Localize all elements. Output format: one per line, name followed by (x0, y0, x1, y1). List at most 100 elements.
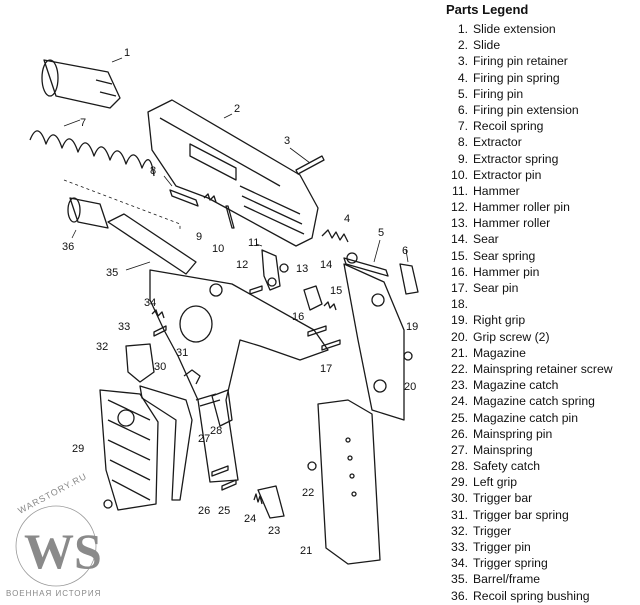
legend-item-label: Hammer roller (473, 216, 551, 231)
legend-item-number: 21. (451, 345, 468, 360)
callout-8: 8 (150, 165, 156, 177)
part-right-grip (343, 263, 405, 421)
callout-6: 6 (402, 245, 408, 257)
legend-item-number: 15. (451, 248, 468, 263)
callout-30: 30 (154, 361, 166, 373)
callout-2: 2 (234, 103, 240, 115)
callout-14: 14 (320, 259, 332, 271)
legend-item: 9. Extractor spring (446, 151, 636, 167)
legend-item-label: Trigger bar spring (473, 507, 569, 522)
callout-labels: 1 2 3 4 5 6 7 8 9 10 11 12 13 14 15 16 1… (62, 47, 418, 557)
legend-item-number: 7. (457, 119, 468, 134)
legend-item: 26. Mainspring pin (446, 426, 636, 442)
part-mainspring-pin (211, 465, 229, 477)
legend-item-label: Magazine catch spring (473, 394, 595, 409)
legend-item: 5. Firing pin (446, 86, 636, 102)
part-extractor-spring (203, 193, 217, 203)
legend-item-number: 13. (451, 216, 468, 231)
legend-item-label: Trigger bar (473, 491, 533, 506)
legend-item-label: Extractor (473, 135, 522, 150)
part-grip-screw-right (403, 351, 413, 361)
legend-item-number: 17. (451, 281, 468, 295)
legend-item: 31. Trigger bar spring (446, 507, 636, 523)
part-trigger-bar (139, 385, 193, 501)
legend-item: 30.Trigger bar (446, 490, 636, 506)
callout-17: 17 (320, 363, 332, 375)
legend-item-label: Extractor spring (473, 151, 559, 166)
legend-item-number: 28. (451, 459, 468, 474)
legend-item: 36. Recoil spring bushing (446, 588, 636, 604)
callout-29: 29 (72, 443, 84, 455)
part-firing-pin-extension (399, 263, 419, 295)
part-mainspring-retainer-screw (307, 461, 317, 471)
legend-item-label: Firing pin retainer (473, 54, 568, 69)
legend-item-number: 5. (457, 86, 468, 101)
legend-item-label: Recoil spring bushing (473, 588, 590, 603)
legend-item: 25.Magazine catch pin (446, 410, 636, 426)
legend-item: 17.Sear pin (446, 280, 636, 296)
legend-item: 19.Right grip (446, 312, 636, 328)
part-trigger (125, 343, 155, 383)
legend-item-label: Safety catch (473, 459, 541, 474)
callout-36: 36 (62, 241, 74, 253)
watermark-site: WARSTORY.RU (16, 471, 88, 516)
legend-item: 24. Magazine catch spring (446, 393, 636, 409)
legend-item-number: 36. (451, 588, 468, 603)
legend-item-number: 8. (457, 135, 468, 150)
callout-16: 16 (292, 311, 304, 323)
legend-item-label: Magazine catch (473, 378, 559, 393)
callout-34: 34 (144, 297, 156, 309)
legend-item-number: 14. (451, 232, 468, 247)
legend-item-label: Firing pin (473, 86, 524, 101)
callout-25: 25 (218, 505, 230, 517)
watermark-logo: WS (24, 523, 102, 579)
watermark-caption: ВОЕННАЯ ИСТОРИЯ (6, 589, 101, 598)
callout-35: 35 (106, 267, 118, 279)
callout-23: 23 (268, 525, 280, 537)
legend-item: 20.Grip screw (2) (446, 329, 636, 345)
legend-item-number: 27. (451, 442, 468, 457)
legend-item-number: 26. (451, 426, 468, 441)
legend-item-label: Hammer pin (473, 264, 540, 279)
callout-21: 21 (300, 545, 312, 557)
legend-item: 29.Left grip (446, 474, 636, 490)
callout-4: 4 (344, 213, 350, 225)
part-trigger-spring (151, 309, 165, 319)
part-magazine-catch-spring (253, 493, 263, 505)
legend-item: 23.Magazine catch (446, 377, 636, 393)
legend-item: 3.Firing pin retainer (446, 53, 636, 69)
legend-item-label: Mainspring pin (473, 426, 553, 441)
legend-item-number: 31. (451, 507, 468, 522)
legend-item: 11.Hammer (446, 183, 636, 199)
callout-22: 22 (302, 487, 314, 499)
legend-item-number: 16. (451, 264, 468, 279)
legend-item: 13. Hammer roller (446, 215, 636, 231)
legend-item-label: Hammer roller pin (473, 200, 570, 215)
callout-5: 5 (378, 227, 384, 239)
legend-item-number: 12. (451, 200, 468, 215)
part-grip-screw-left (103, 499, 113, 509)
callout-13: 13 (296, 263, 308, 275)
part-recoil-spring-bushing (67, 197, 109, 229)
legend-item: 7.Recoil spring (446, 118, 636, 134)
part-barrel-frame (107, 213, 329, 483)
legend-item: 6.Firing pin extension (446, 102, 636, 118)
legend-item: 34.Trigger spring (446, 555, 636, 571)
part-hammer (261, 249, 281, 291)
callout-24: 24 (244, 513, 256, 525)
legend-item-number: 24. (451, 394, 468, 409)
legend-item-label: Slide extension (473, 22, 556, 36)
part-recoil-spring (29, 130, 155, 177)
part-hammer-roller-pin (249, 285, 263, 295)
legend-item-number: 9. (457, 151, 468, 166)
legend-item-number: 2. (457, 38, 468, 53)
legend-item-label: Sear spring (473, 248, 536, 263)
legend-item-number: 34. (451, 556, 468, 571)
part-firing-pin (343, 252, 389, 277)
callout-28: 28 (210, 425, 222, 437)
part-slide (147, 99, 319, 247)
part-safety-catch (211, 389, 233, 427)
legend-item: 10.Extractor pin (446, 167, 636, 183)
legend-item-label: Magazine catch pin (473, 410, 579, 425)
legend-item: 22.Mainspring retainer screw (446, 361, 636, 377)
